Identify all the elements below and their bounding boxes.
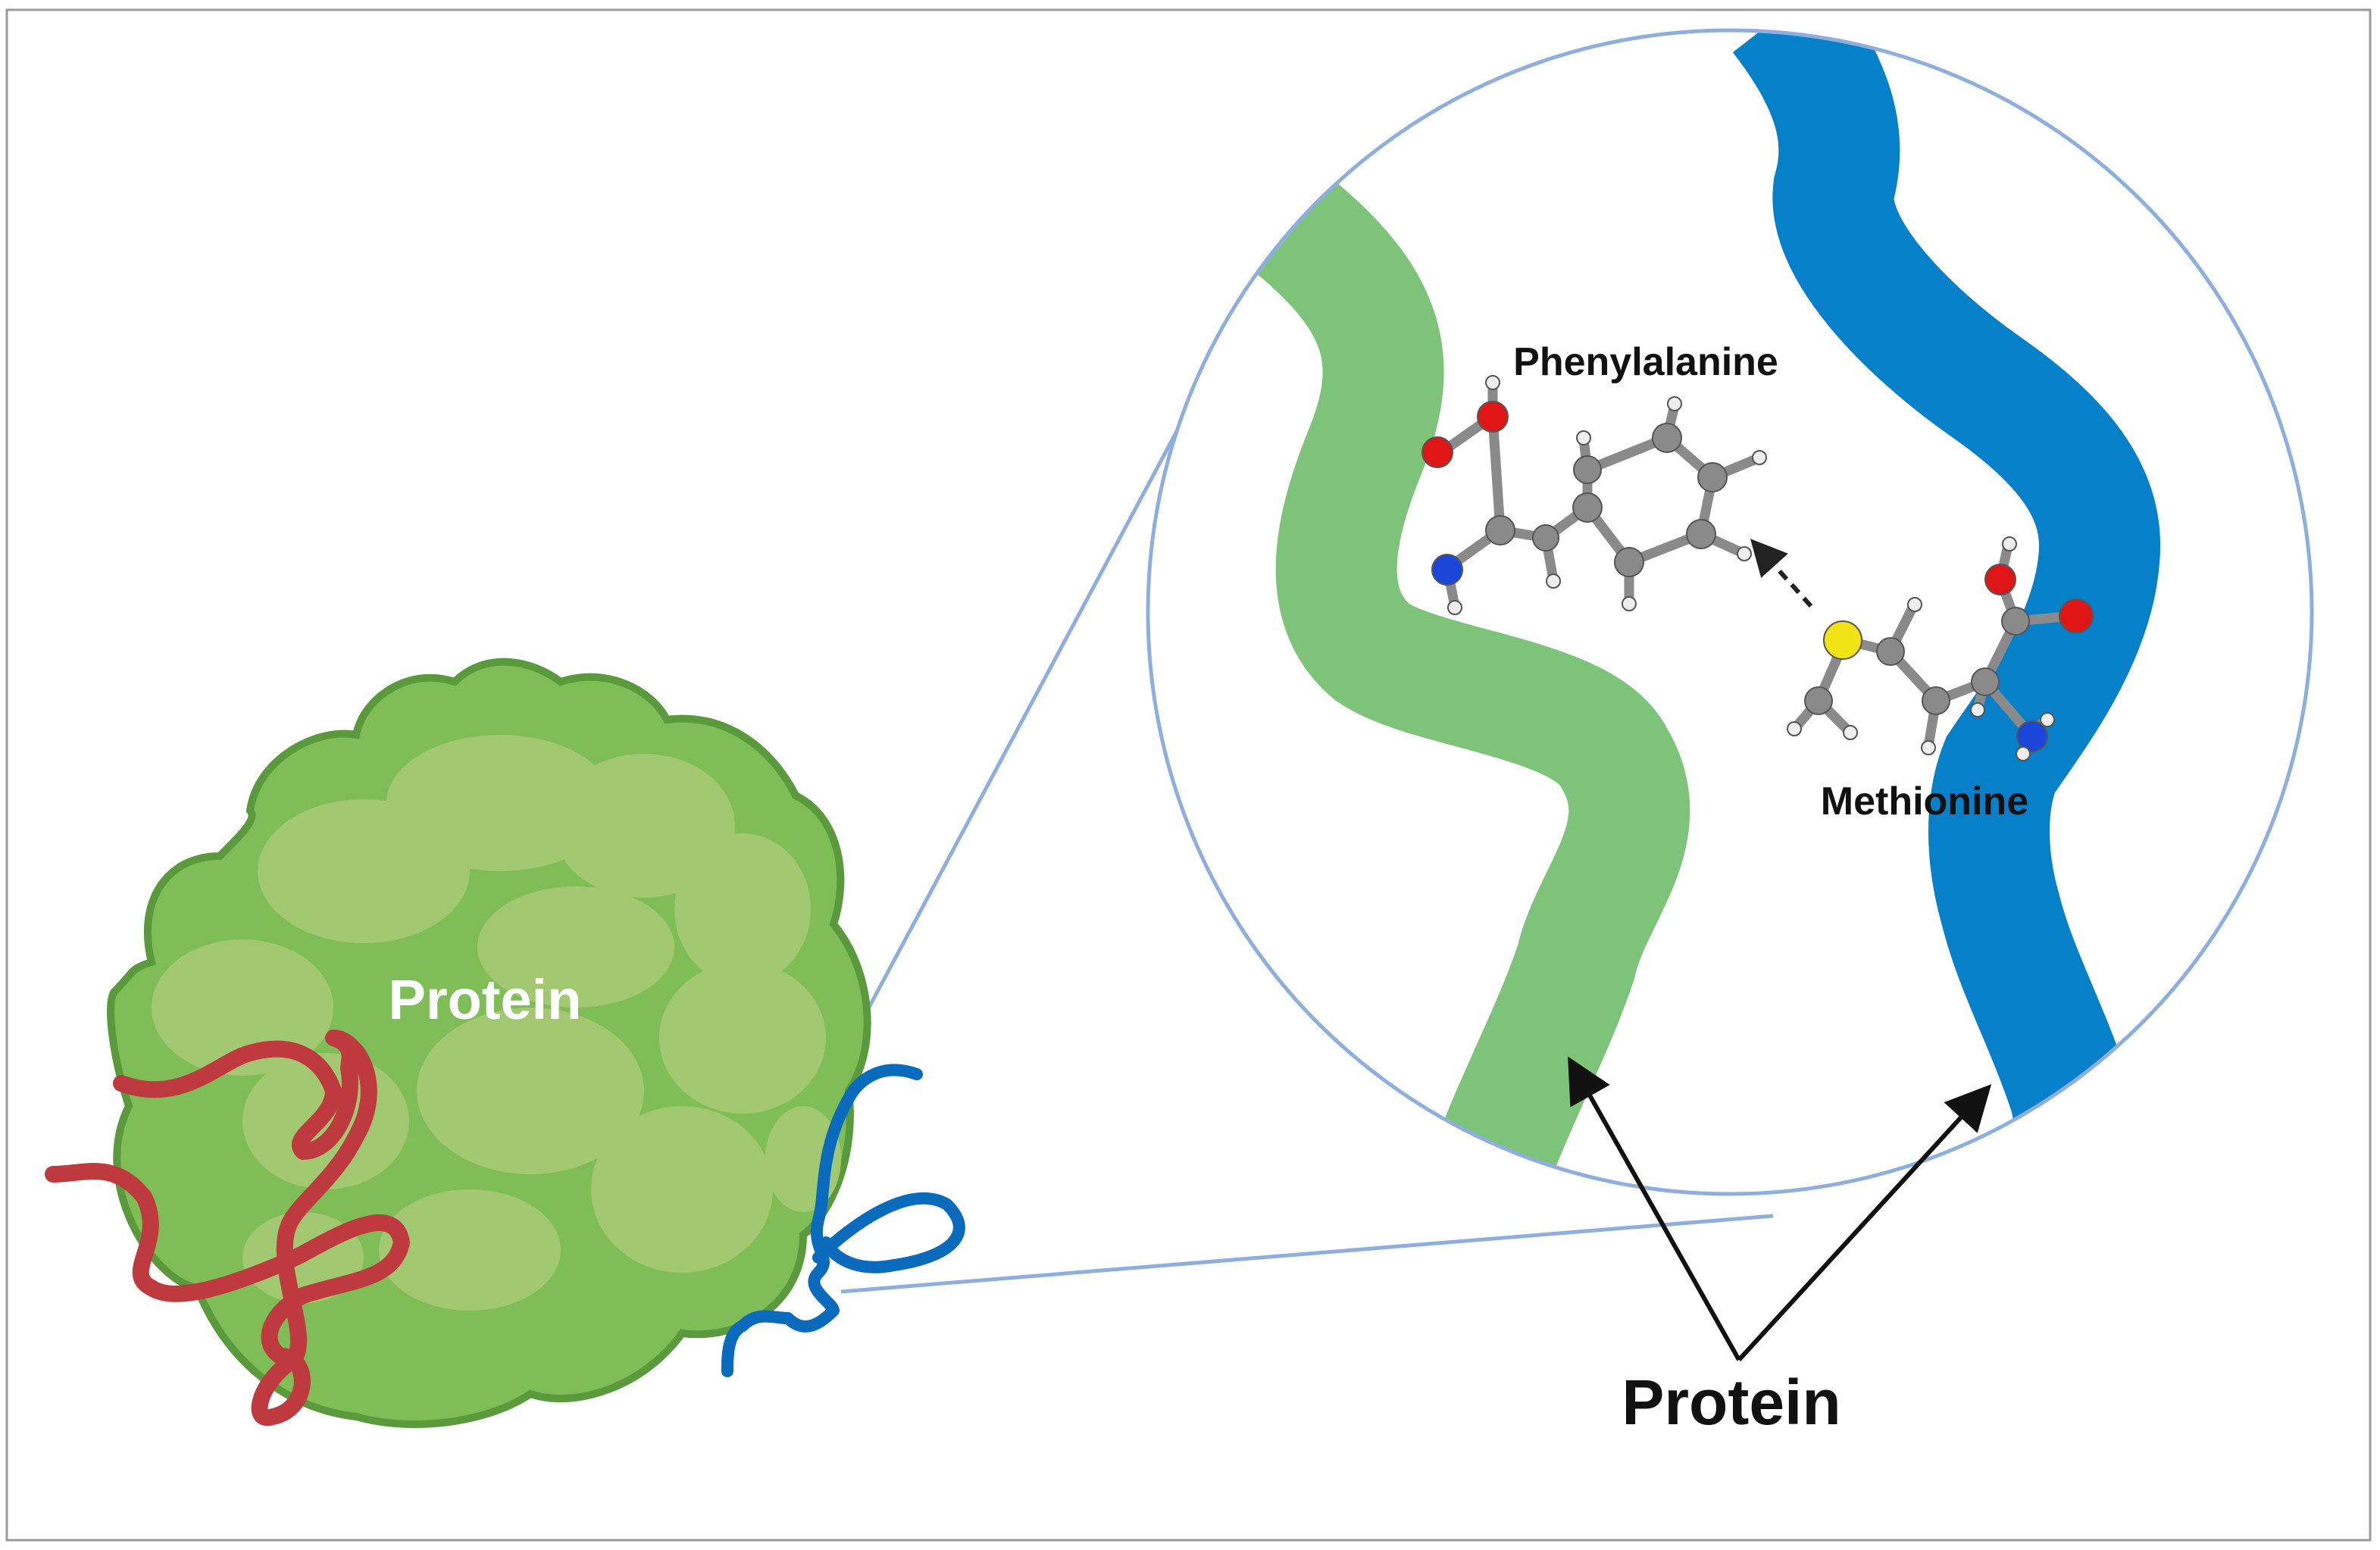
carbon-atom [1532,524,1559,552]
hydrogen-atom [1485,375,1500,390]
carbon-atom [1697,462,1728,492]
figure-frame [5,8,2372,1542]
hydrogen-atom [1843,725,1858,740]
blue-peptide-strand [721,1064,965,1377]
hydrogen-atom [1752,450,1767,465]
hydrogen-atom [1907,597,1922,612]
carbon-atom [1652,423,1682,453]
hydrogen-atom [1970,702,1985,717]
protein-pointer-arrows [1568,1056,1992,1362]
protein-blob-label: Protein [389,968,582,1031]
carbon-atom [1573,455,1602,484]
arrow-to-green-ribbon [1568,1056,1741,1361]
oxygen-atom [1421,436,1453,468]
carbon-atom [1876,637,1905,666]
blob-lobe [591,1106,773,1273]
carbon-atom [1971,667,2000,696]
red-peptide-strand [45,1030,410,1427]
zoom-inset [1146,28,2314,1196]
carbon-atom [1804,686,1833,715]
nitrogen-atom [1431,554,1463,586]
protein-blob: Protein [107,658,871,1428]
hydrogen-atom [1447,600,1462,615]
hydrogen-atom [1737,546,1752,561]
carbon-atom [1922,686,1950,715]
hydrogen-atom [1546,573,1561,589]
blob-lobe [417,1008,644,1174]
zoom-line-top [846,356,1218,1047]
green-protein-ribbon [1256,180,1690,1194]
carbon-atom [1572,492,1603,523]
arrow-to-blue-ribbon [1737,1084,1992,1362]
carbon-atom [2001,607,2030,636]
methionine-atoms [1787,536,2094,761]
methionine-molecule: Methionine [1787,536,2094,823]
hydrogen-atom [2016,746,2031,761]
sulfur-atom [1823,620,1862,660]
carbon-atom [1614,547,1644,577]
zoom-circle-outline [1146,28,2314,1196]
zoom-line-bottom [840,1214,1774,1294]
interaction-arrow [1750,539,1813,608]
hydrogen-atom [2002,536,2017,552]
methionine-label: Methionine [1821,780,2028,823]
oxygen-atom [1984,564,2016,595]
phenylalanine-atoms [1421,375,1767,615]
blob-lobe [659,962,826,1114]
hydrogen-atom [1921,740,1936,755]
carbon-atom [1485,515,1515,545]
carbon-atom [1686,519,1716,549]
hydrogen-atom [1622,596,1637,611]
hydrogen-atom [2040,712,2055,727]
protein-bottom-label: Protein [1622,1367,1841,1438]
hydrogen-atom [1787,721,1802,736]
nitrogen-atom [2016,720,2048,752]
zoom-connector-lines [840,356,1774,1294]
oxygen-atom [1477,401,1509,433]
blob-lobe [674,833,811,985]
blob-lobe [379,1189,561,1311]
oxygen-atom [2059,598,2094,633]
hydrogen-atom [1576,430,1591,445]
hydrogen-atom [1667,396,1682,411]
phenylalanine-molecule: Phenylalanine [1421,340,1778,615]
blob-lobe [477,886,674,1008]
phenylalanine-label: Phenylalanine [1513,340,1778,384]
